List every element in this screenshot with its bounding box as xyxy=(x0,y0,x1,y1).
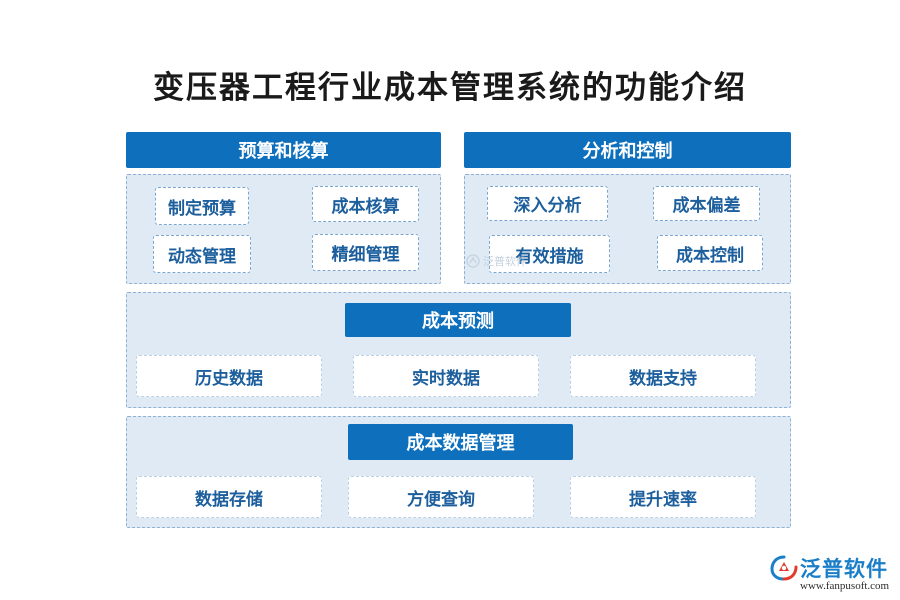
page-title: 变压器工程行业成本管理系统的功能介绍 xyxy=(153,70,747,106)
analysis-item-control: 成本控制 xyxy=(657,235,763,271)
forecast-header: 成本预测 xyxy=(345,303,571,337)
data-management-item-query: 方便查询 xyxy=(348,476,534,518)
budget-header: 预算和核算 xyxy=(126,132,441,168)
budget-panel: 制定预算 成本核算 动态管理 精细管理 xyxy=(126,174,441,284)
forecast-item-support: 数据支持 xyxy=(570,355,756,397)
watermark-logo-icon xyxy=(466,254,480,268)
analysis-item-measures: 有效措施 xyxy=(489,235,610,273)
fanpu-logo-icon xyxy=(770,555,798,581)
analysis-item-deep: 深入分析 xyxy=(487,186,608,221)
budget-item-fine: 精细管理 xyxy=(312,234,419,271)
budget-item-formulate: 制定预算 xyxy=(155,187,249,225)
forecast-item-realtime: 实时数据 xyxy=(353,355,539,397)
budget-item-dynamic: 动态管理 xyxy=(153,235,251,273)
analysis-item-deviation: 成本偏差 xyxy=(653,186,760,221)
watermark-text: 泛普软件 xyxy=(483,255,527,268)
data-management-item-speed: 提升速率 xyxy=(570,476,756,518)
brand-logo: 泛普软件 www.fanpusoft.com xyxy=(770,553,895,597)
budget-item-accounting: 成本核算 xyxy=(312,186,419,222)
forecast-item-history: 历史数据 xyxy=(136,355,322,397)
brand-name: 泛普软件 xyxy=(800,557,888,581)
data-management-header: 成本数据管理 xyxy=(348,424,573,460)
brand-url: www.fanpusoft.com xyxy=(800,580,890,592)
analysis-panel: 深入分析 成本偏差 有效措施 成本控制 xyxy=(464,174,791,284)
watermark: 泛普软件 xyxy=(466,253,527,269)
data-management-item-storage: 数据存储 xyxy=(136,476,322,518)
analysis-header: 分析和控制 xyxy=(464,132,791,168)
